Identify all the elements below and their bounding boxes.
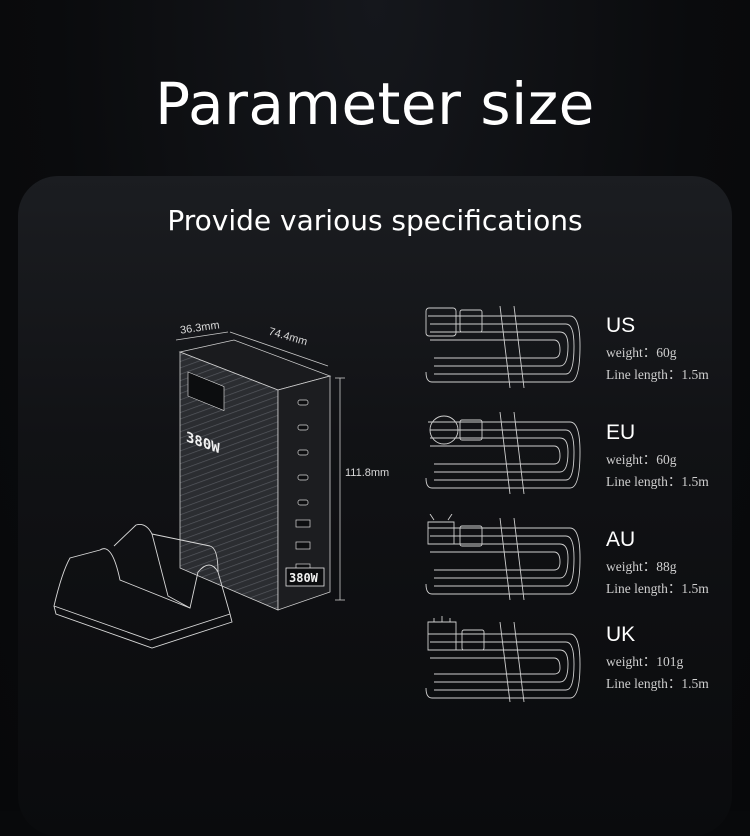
spec-uk: UK weight：101g Line length：1.5m (606, 623, 709, 695)
spec-uk-length: Line length：1.5m (606, 676, 709, 691)
spec-us: US weight：60g Line length：1.5m (606, 314, 709, 386)
spec-au-weight: weight：88g (606, 559, 677, 574)
spec-eu-weight: weight：60g (606, 452, 677, 467)
cable-uk-illustration (425, 616, 581, 703)
spec-au: AU weight：88g Line length：1.5m (606, 528, 709, 600)
page-title: Parameter size (155, 70, 595, 138)
spec-us-code: US (606, 314, 636, 337)
cable-eu-illustration (425, 411, 581, 495)
side-display-text: 380W (289, 571, 319, 585)
spec-eu: EU weight：60g Line length：1.5m (606, 421, 709, 493)
dim-height-label: 111.8mm (345, 467, 390, 479)
spec-us-length: Line length：1.5m (606, 367, 709, 382)
charger-stand (53, 523, 233, 649)
charger-illustration: 380W 380W (53, 331, 345, 649)
side-display (285, 567, 325, 587)
spec-uk-code: UK (606, 623, 636, 646)
spec-panel (18, 176, 732, 836)
spec-eu-code: EU (606, 421, 636, 444)
spec-au-length: Line length：1.5m (606, 581, 709, 596)
spec-au-code: AU (606, 528, 636, 551)
spec-eu-length: Line length：1.5m (606, 474, 709, 489)
charger-side (277, 375, 331, 611)
panel-subtitle: Provide various specifications (167, 204, 583, 237)
dimension-lines (175, 331, 345, 601)
spec-uk-weight: weight：101g (606, 654, 684, 669)
usb-ports (295, 399, 311, 572)
cable-us-illustration (425, 305, 581, 389)
cable-au-illustration (425, 514, 581, 601)
front-display (187, 371, 225, 411)
spec-us-weight: weight：60g (606, 345, 677, 360)
